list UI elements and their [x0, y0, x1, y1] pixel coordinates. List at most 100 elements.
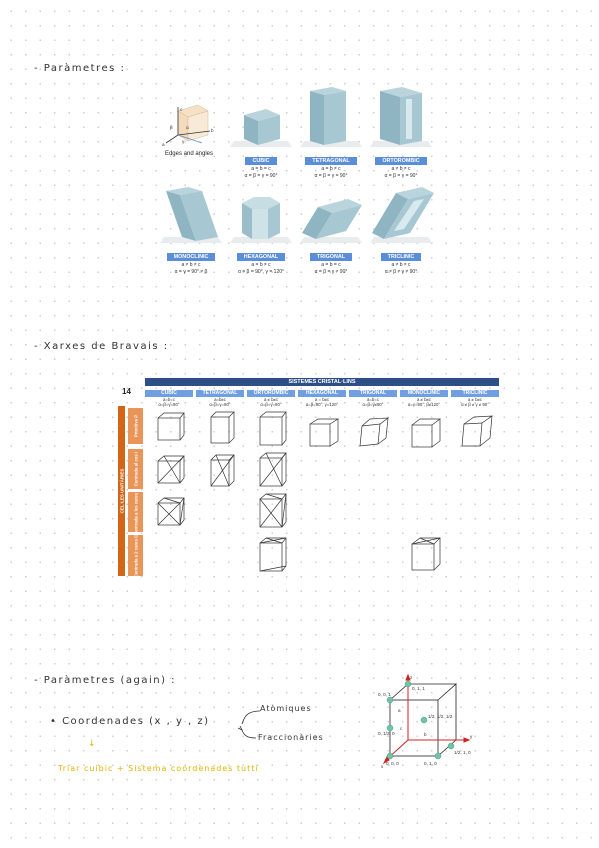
system-cubic: CUBIC a = b = c α = β = γ = 90° [226, 103, 296, 180]
unit-cell-coordinates-figure: z y x 0, 0, 0 0, 0, 1 0, 1, 1 0, 1/2, 0 … [378, 672, 480, 772]
heading-parametres-again: - Paràmetres (again) : [34, 675, 177, 686]
bravais-side-bar [118, 406, 125, 576]
ortorombic-primitive-cell [259, 411, 287, 446]
triclinic-tag: TRICLINIC [380, 253, 422, 261]
coordinates-label: • Coordenades (x , y , z) [50, 716, 210, 727]
coord-y-label: y [470, 734, 473, 739]
trigonal-tag: TRIGONAL [309, 253, 353, 261]
monoclinic-angles: α = γ = 90° ≠ β [174, 269, 208, 275]
coord-mid-left: 0, 1/2, 0 [378, 731, 395, 736]
col-param: a=b≠c [214, 397, 226, 402]
edges-angles-cell: c b a α β γ Edges and angles [156, 103, 222, 157]
row-label: Centrada al cos I [133, 451, 138, 487]
triclinic-prism-shape [370, 187, 434, 243]
system-ortorombic: ORTOROMBIC a ≠ b ≠ c α = β = γ = 90° [366, 87, 436, 180]
row-label: Primitiva P [133, 414, 138, 438]
axis-c-label: c [180, 107, 183, 112]
cubic-body-centred-cell [157, 455, 185, 484]
hexagonal-edges: a = b ≠ c [251, 262, 271, 268]
col-param: α=β=γ≠90° [362, 402, 384, 407]
coord-center: 1/2, 1/2, 1/2 [428, 714, 453, 719]
triclinic-edges: a ≠ b ≠ c [391, 262, 411, 268]
coordinates-branch-atomic: Atòmiques [260, 704, 312, 713]
col-param: α ≠ β ≠ γ ≠ 90° [461, 402, 489, 407]
col-header: TRIGONAL [349, 390, 397, 397]
triclinic-primitive-cell [461, 415, 494, 447]
bravais-number: 14 [122, 387, 131, 396]
trigonal-angles: α = β = γ ≠ 90° [314, 269, 348, 275]
col-header: CÚBIC [145, 390, 193, 397]
col-param: α=β=90°; γ=120° [305, 402, 339, 407]
col-param: α=β=γ=90° [158, 402, 180, 407]
branch-brace-icon [237, 710, 261, 739]
beta-label: β [170, 125, 173, 130]
coordinates-branch-fractional: Fraccionàries [258, 733, 324, 742]
heading-xarxes-bravais: - Xarxes de Bravais : [34, 341, 169, 352]
alpha-label: α [186, 125, 189, 130]
cubic-angles: α = β = γ = 90° [244, 173, 278, 179]
bravais-row-base: Centrada a 2 cares C [128, 534, 143, 577]
cubic-tag: CUBIC [245, 157, 277, 165]
bravais-row-face: Centrada a les cares F [128, 489, 143, 535]
ortorombic-tag: ORTOROMBIC [375, 157, 427, 165]
edges-angles-label: Edges and angles [164, 151, 214, 157]
tetragonal-edges: a = b ≠ c [321, 166, 341, 172]
bravais-col-tetragonal: TETRAGONAL a=b≠c α=β=γ=90° [196, 390, 244, 407]
coord-bottom-right: 0, 1, 0 [424, 761, 437, 766]
col-param: α=γ=90°; β≠120° [407, 402, 441, 407]
col-param: a ≠ b≠c [467, 397, 483, 402]
cubic-face-centred-cell [157, 497, 185, 526]
bravais-col-cubic: CÚBIC a=b=c α=β=γ=90° [145, 390, 193, 407]
bravais-title: SISTEMES CRISTAL·LINS [145, 378, 499, 386]
coord-front-right: 1/2, 1, 0 [454, 750, 471, 755]
col-param: a=b=c [367, 397, 379, 402]
col-header: MONOCLÍNIC [400, 390, 448, 397]
hexagonal-prism-shape [230, 197, 292, 243]
triclinic-angles: α ≠ β ≠ γ ≠ 90° [384, 269, 418, 275]
bravais-side-label: CEL·LES UNITÀRIES [119, 468, 124, 514]
cubic-prism-shape [230, 109, 292, 147]
coordinates-cube: z y x 0, 0, 0 0, 0, 1 0, 1, 1 0, 1/2, 0 … [378, 673, 473, 769]
trigonal-prism-shape [300, 199, 362, 243]
col-header: TETRAGONAL [196, 390, 244, 397]
coord-z-label: z [410, 675, 413, 680]
monoclinic-primitive-cell [411, 418, 442, 448]
hexagonal-primitive-cell [309, 418, 340, 447]
bravais-row-primitive: Primitiva P [128, 408, 143, 444]
ortorombic-edges: a ≠ b ≠ c [391, 166, 411, 172]
hexagonal-tag: HEXAGONAL [236, 253, 286, 261]
trigonal-edges: a = b = c [321, 262, 341, 268]
coord-origin-label: 0, 0, 0 [386, 761, 399, 766]
monoclinic-base-centred-cell [411, 537, 441, 571]
coord-top-front-left: 0, 0, 1 [378, 692, 391, 697]
ortorombic-angles: α = β = γ = 90° [384, 173, 418, 179]
bravais-col-hexagonal: HEXAGONAL a = b≠c α=β=90°; γ=120° [298, 390, 346, 407]
axes-diagram: c b a α β γ [162, 104, 214, 147]
system-hexagonal: HEXAGONAL a = b ≠ c α = β = 90°, γ = 120… [226, 195, 296, 276]
col-param: α=β=γ=90° [260, 402, 282, 407]
trigonal-primitive-cell [359, 417, 390, 447]
edge-c-label: c [400, 726, 403, 731]
coordinates-tip: Triar cuibic + Sistema coordenades tutti [58, 764, 259, 773]
ortorombic-face-centred-cell [259, 493, 287, 528]
bravais-col-monoclinic: MONOCLÍNIC a ≠ b≠c α=γ=90°; β≠120° [400, 390, 448, 407]
axis-a-label: a [162, 142, 165, 147]
system-trigonal: TRIGONAL a = b = c α = β = γ ≠ 90° [296, 197, 366, 276]
coord-x-label: x [381, 764, 384, 769]
bravais-lattices-table: SISTEMES CRISTAL·LINS 14 CÚBIC a=b=c α=β… [118, 378, 502, 577]
edge-a-label: a [398, 708, 401, 713]
tetragonal-tag: TETRAGONAL [305, 157, 357, 165]
monoclinic-edges: a ≠ b ≠ c [181, 262, 201, 268]
heading-parametres: - Paràmetres : [34, 63, 126, 74]
bravais-col-trigonal: TRIGONAL a=b=c α=β=γ≠90° [349, 390, 397, 407]
bravais-col-triclinic: TRICLÍNIC a ≠ b≠c α ≠ β ≠ γ ≠ 90° [451, 390, 499, 407]
col-header: TRICLÍNIC [451, 390, 499, 397]
bravais-col-ortorombic: ORTORÒMBIC a ≠ b≠c α=β=γ=90° [247, 390, 295, 407]
down-arrow-icon: ↓ [88, 739, 98, 749]
tetragonal-prism-shape [300, 87, 362, 147]
tetragonal-primitive-cell [210, 411, 235, 444]
col-header: ORTORÒMBIC [247, 390, 295, 397]
crystal-systems-figure: c b a α β γ Edges and angles CUBIC a = b… [156, 87, 446, 280]
row-label: Centrada a les cares F [133, 489, 138, 535]
bravais-row-body: Centrada al cos I [128, 449, 143, 489]
